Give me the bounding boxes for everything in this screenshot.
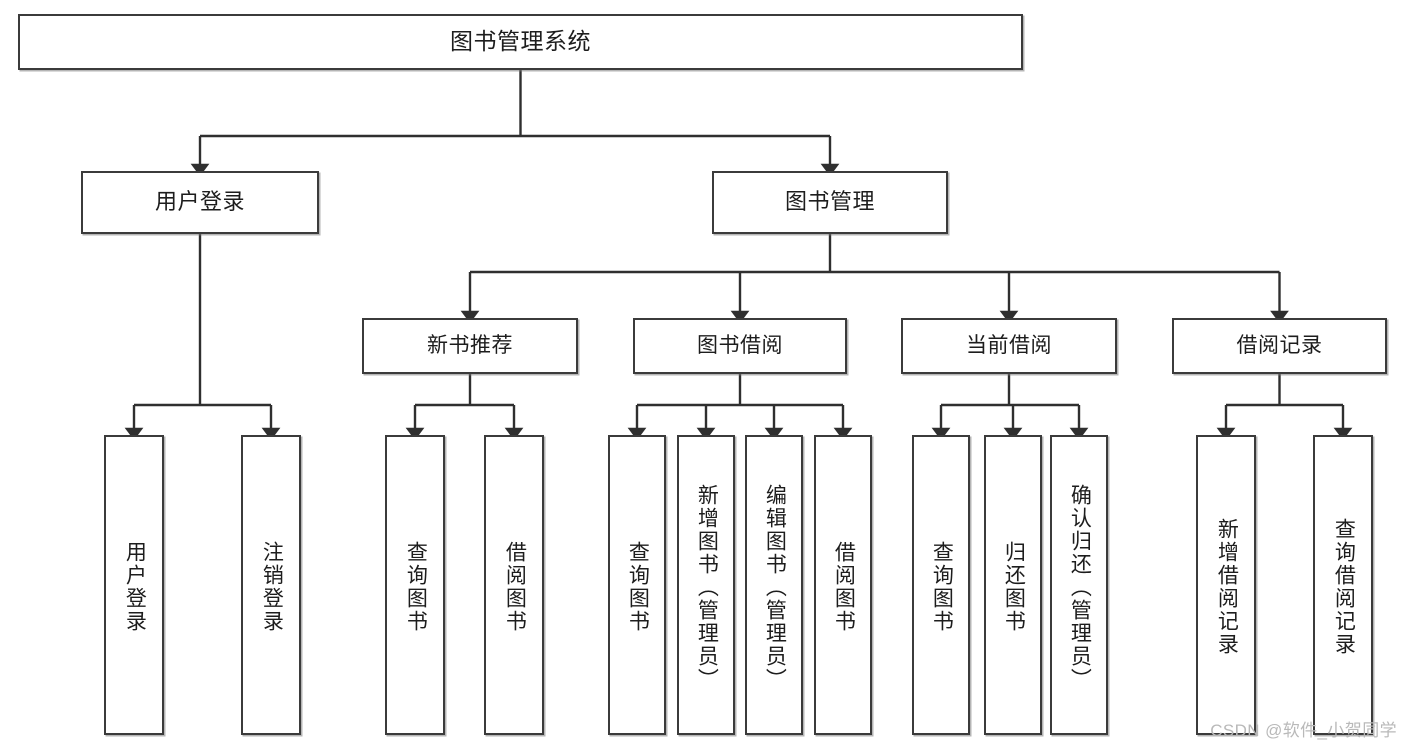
node-leaf-edit-book-admin[interactable]: 编辑图书（管理员）	[745, 435, 803, 735]
node-label-new-book-rec: 新书推荐	[427, 334, 513, 358]
node-label-leaf-borrow-book: 借阅图书	[832, 541, 856, 633]
node-book-borrow[interactable]: 图书借阅	[633, 318, 847, 374]
node-borrow-record[interactable]: 借阅记录	[1172, 318, 1387, 374]
node-leaf-borrow-book[interactable]: 借阅图书	[814, 435, 872, 735]
node-label-current-borrow: 当前借阅	[966, 334, 1052, 358]
node-leaf-add-borrow-record[interactable]: 新增借阅记录	[1196, 435, 1256, 735]
node-label-book-manage: 图书管理	[784, 189, 875, 215]
node-label-leaf-confirm-return-admin: 确认归还（管理员）	[1068, 483, 1092, 691]
watermark: CSDN @软件_小贺同学	[1210, 721, 1397, 740]
node-label-book-borrow: 图书借阅	[697, 334, 783, 358]
node-root[interactable]: 图书管理系统	[18, 14, 1023, 70]
node-leaf-query-book-rec[interactable]: 查询图书	[385, 435, 445, 735]
node-label-leaf-query-borrow-record: 查询借阅记录	[1332, 518, 1356, 656]
node-label-leaf-query-book-current: 查询图书	[930, 541, 954, 633]
node-leaf-query-book-borrow[interactable]: 查询图书	[608, 435, 666, 735]
node-label-leaf-add-borrow-record: 新增借阅记录	[1215, 518, 1239, 656]
node-label-root: 图书管理系统	[450, 28, 591, 55]
node-leaf-logout[interactable]: 注销登录	[241, 435, 301, 735]
node-label-leaf-query-book-rec: 查询图书	[404, 541, 428, 633]
node-book-manage[interactable]: 图书管理	[712, 171, 948, 234]
node-leaf-query-book-current[interactable]: 查询图书	[912, 435, 970, 735]
node-leaf-query-borrow-record[interactable]: 查询借阅记录	[1313, 435, 1373, 735]
node-label-leaf-edit-book-admin: 编辑图书（管理员）	[763, 483, 787, 691]
node-label-user-login: 用户登录	[154, 189, 245, 215]
node-leaf-add-book-admin[interactable]: 新增图书（管理员）	[677, 435, 735, 735]
node-user-login[interactable]: 用户登录	[81, 171, 319, 234]
node-leaf-user-login[interactable]: 用户登录	[104, 435, 164, 735]
node-current-borrow[interactable]: 当前借阅	[901, 318, 1117, 374]
node-label-leaf-add-book-admin: 新增图书（管理员）	[695, 483, 719, 691]
node-label-leaf-borrow-book-rec: 借阅图书	[503, 541, 527, 633]
node-leaf-borrow-book-rec[interactable]: 借阅图书	[484, 435, 544, 735]
node-leaf-return-book[interactable]: 归还图书	[984, 435, 1042, 735]
node-label-leaf-logout: 注销登录	[260, 541, 284, 633]
node-label-leaf-user-login: 用户登录	[123, 541, 147, 633]
node-label-borrow-record: 借阅记录	[1236, 334, 1323, 358]
node-label-leaf-query-book-borrow: 查询图书	[626, 541, 650, 633]
node-new-book-rec[interactable]: 新书推荐	[362, 318, 578, 374]
node-label-leaf-return-book: 归还图书	[1002, 541, 1026, 633]
node-leaf-confirm-return-admin[interactable]: 确认归还（管理员）	[1050, 435, 1108, 735]
